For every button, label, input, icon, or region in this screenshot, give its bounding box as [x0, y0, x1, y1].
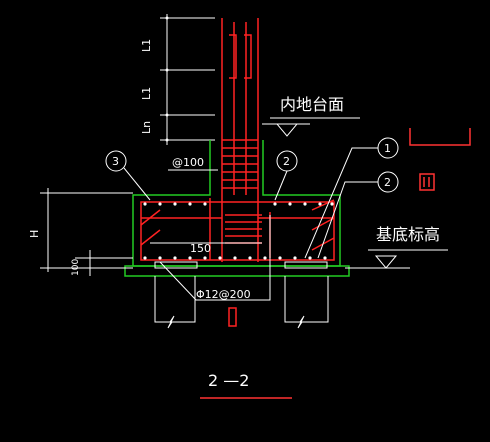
red-marker-box	[419, 173, 435, 191]
level-triangle-base	[374, 255, 398, 269]
label-base-elevation: 基底标高	[376, 225, 440, 244]
label-ln: Ln	[140, 121, 153, 134]
pile-marker	[228, 307, 237, 327]
footing-concrete	[124, 140, 350, 277]
column-dimension-lines	[160, 14, 215, 145]
lower-beams	[154, 261, 329, 329]
footing-rebar	[140, 198, 335, 262]
callout-2-right: 2	[317, 171, 399, 259]
dimension-ticks	[165, 16, 169, 142]
rebar-dots	[143, 202, 334, 260]
level-triangle-floor	[275, 123, 299, 137]
label-100: 100	[71, 259, 81, 276]
label-floor-level: 内地台面	[280, 95, 344, 114]
label-rebar-spec: Φ12@200	[196, 288, 251, 301]
callout-1: 1	[304, 137, 399, 259]
label-l1-mid: L1	[140, 87, 153, 100]
label-l1-top: L1	[140, 39, 153, 52]
column-rebar	[221, 18, 262, 244]
height-dimension	[40, 188, 133, 276]
label-at100: @100	[172, 156, 204, 169]
svg-text:3: 3	[112, 155, 119, 168]
label-150: 150	[190, 242, 211, 255]
label-h: H	[28, 230, 41, 238]
svg-text:1: 1	[384, 142, 391, 155]
svg-text:2: 2	[283, 155, 290, 168]
section-title: 2 —2	[208, 371, 249, 390]
red-bracket	[409, 128, 471, 146]
callout-2-top: 2	[274, 150, 298, 201]
svg-text:2: 2	[384, 176, 391, 189]
callout-3: 3	[105, 150, 151, 201]
